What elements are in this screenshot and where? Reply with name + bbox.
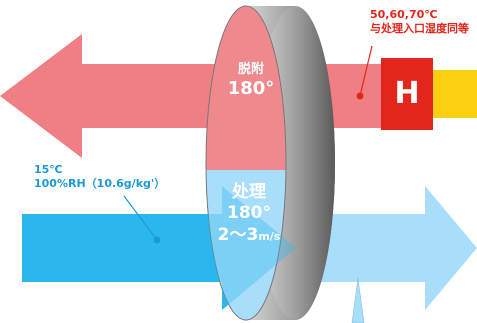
heater-callout-dot bbox=[356, 92, 364, 100]
process-arrow-overlay bbox=[206, 186, 296, 310]
inlet-humidity-line: 100%RH（10.6g/kg'） bbox=[34, 176, 166, 190]
heater-conditions-label: 50,60,70℃ 与处理入口湿度同等 bbox=[370, 8, 469, 36]
hot-air-pipe bbox=[425, 70, 477, 118]
rotor-face-outline bbox=[205, 5, 287, 321]
process-zone-speed-unit: m/s bbox=[258, 229, 281, 243]
desorption-zone-name: 脱附 bbox=[237, 62, 264, 77]
inlet-conditions-label: 15℃ 100%RH（10.6g/kg'） bbox=[34, 163, 165, 191]
heater-box bbox=[381, 58, 433, 130]
heater-label: H bbox=[394, 76, 420, 111]
inlet-temp-line: 15℃ bbox=[34, 163, 63, 176]
process-zone-label: 处理 180° 2～3m/s bbox=[204, 182, 294, 246]
process-zone-speed: 2～3m/s bbox=[204, 225, 294, 246]
process-zone-name: 处理 bbox=[232, 182, 266, 202]
heater-humidity-line: 与处理入口湿度同等 bbox=[370, 21, 469, 35]
heater-temp-line: 50,60,70℃ bbox=[370, 8, 438, 21]
process-zone-temp: 180° bbox=[227, 203, 271, 224]
desorption-zone-temp: 180° bbox=[227, 78, 275, 100]
inlet-callout-dot bbox=[153, 236, 161, 244]
outlet-pointer bbox=[351, 277, 365, 323]
heater-callout-line bbox=[359, 45, 373, 97]
inlet-callout-line bbox=[123, 195, 158, 241]
desorption-zone-label: 脱附 180° bbox=[206, 62, 296, 101]
process-zone-speed-value: 2～3 bbox=[217, 224, 259, 245]
